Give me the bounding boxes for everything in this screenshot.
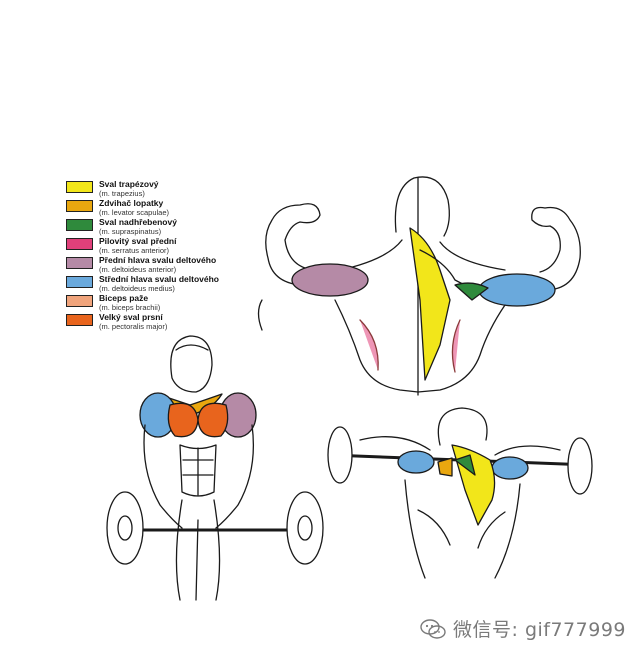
deltoid-medius-right	[478, 273, 556, 307]
legend-name: Velký sval prsní	[99, 312, 163, 322]
legend-latin: (m. serratus anterior)	[99, 246, 170, 255]
legend-item: Sval nadhřebenový (m. supraspinatus)	[66, 217, 286, 237]
lateral-deltoid-right	[491, 456, 529, 480]
legend-name: Sval nadhřebenový	[99, 217, 177, 227]
barbell-hub-left	[117, 515, 133, 541]
barbell-plate-left	[106, 491, 144, 565]
serratus-right	[451, 319, 461, 373]
legend-item: Biceps paže (m. biceps brachii)	[66, 293, 286, 313]
lateral-head	[437, 407, 488, 446]
legend-latin: (m. deltoideus medius)	[99, 284, 175, 293]
legend-swatch-deltoid-anterior	[66, 257, 93, 269]
legend-name: Přední hlava svalu deltového	[99, 255, 217, 265]
lateral-plate-left	[327, 426, 353, 484]
supraspinatus-muscle	[454, 282, 489, 301]
legend-latin: (m. supraspinatus)	[99, 227, 162, 236]
wechat-icon	[420, 618, 446, 639]
lateral-deltoid-left	[397, 450, 435, 474]
lateral-arm-right	[494, 445, 561, 456]
back-view-figure	[257, 176, 581, 396]
legend-swatch-supraspinatus	[66, 219, 93, 231]
legend-item: Střední hlava svalu deltového (m. deltoi…	[66, 274, 286, 294]
pectoralis-left	[167, 402, 199, 438]
watermark-text: 微信号: gif777999	[453, 619, 626, 641]
back-torso-left	[334, 299, 419, 393]
lateral-arm-left	[359, 436, 431, 451]
lateral-raise-figure	[327, 407, 593, 579]
lateral-supraspinatus	[454, 454, 476, 476]
legend-swatch-levator-scapulae	[66, 200, 93, 212]
legend-latin: (m. biceps brachii)	[99, 303, 161, 312]
abdominals	[179, 444, 217, 497]
muscle-legend: Sval trapézový (m. trapezius) Zdvihač lo…	[66, 179, 286, 332]
neck-outline-right	[439, 241, 506, 271]
legend-latin: (m. levator scapulae)	[99, 208, 170, 217]
legend-item: Pilovitý sval přední (m. serratus anteri…	[66, 236, 286, 256]
legend-swatch-biceps	[66, 295, 93, 307]
lateral-torso	[404, 479, 521, 579]
legend-name: Biceps paže	[99, 293, 149, 303]
legend-swatch-deltoid-medius	[66, 276, 93, 288]
front-legs	[175, 499, 221, 601]
left-arm	[265, 203, 321, 286]
legend-latin: (m. deltoideus anterior)	[99, 265, 177, 274]
legend-swatch-serratus-anterior	[66, 238, 93, 250]
legend-latin: (m. trapezius)	[99, 189, 145, 198]
head	[394, 176, 450, 237]
legend-latin: (m. pectoralis major)	[99, 322, 168, 331]
lateral-levator	[437, 457, 453, 477]
back-torso-right	[417, 304, 506, 393]
abs-lines	[182, 459, 214, 476]
trapezius-muscle	[409, 227, 451, 381]
barbell-plate-right	[286, 491, 324, 565]
serratus-left	[359, 319, 379, 371]
front-head	[170, 335, 213, 393]
front-arm-left	[143, 424, 183, 529]
legend-swatch-pectoralis	[66, 314, 93, 326]
left-forearm	[257, 299, 263, 331]
pectoralis-right	[197, 402, 229, 438]
legend-item: Přední hlava svalu deltového (m. deltoid…	[66, 255, 286, 275]
legend-name: Střední hlava svalu deltového	[99, 274, 219, 284]
legend-item: Velký sval prsní (m. pectoralis major)	[66, 312, 286, 332]
barbell-hub-right	[297, 515, 313, 541]
legend-item: Sval trapézový (m. trapezius)	[66, 179, 286, 199]
lateral-trapezius	[451, 444, 496, 526]
watermark: 微信号: gif777999	[419, 615, 626, 642]
deltoid-anterior-left	[291, 263, 369, 297]
legend-name: Zdvihač lopatky	[99, 198, 164, 208]
front-view-figure	[106, 335, 324, 601]
legend-swatch-trapezius	[66, 181, 93, 193]
right-arm	[531, 206, 581, 291]
lateral-plate-right	[567, 437, 593, 495]
legend-name: Pilovitý sval přední	[99, 236, 177, 246]
front-arm-right	[215, 424, 255, 529]
legend-item: Zdvihač lopatky (m. levator scapulae)	[66, 198, 286, 218]
lateral-back-lines	[417, 509, 506, 549]
legend-name: Sval trapézový	[99, 179, 159, 189]
hair-line	[175, 344, 209, 351]
